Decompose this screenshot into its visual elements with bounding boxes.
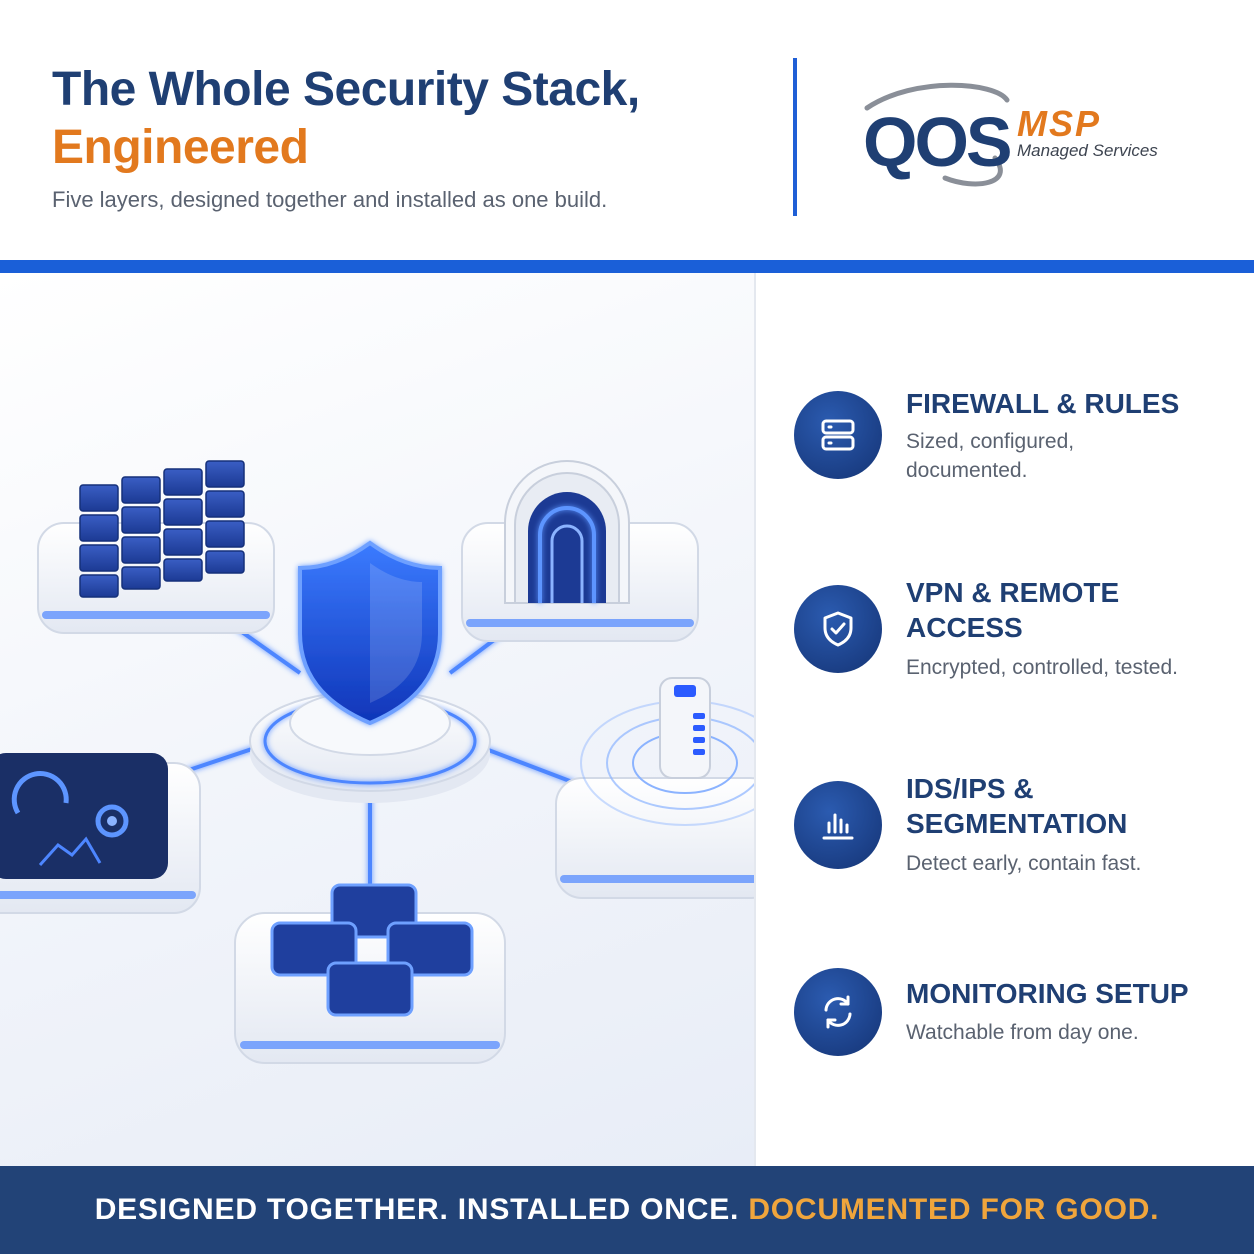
page-title-line1: The Whole Security Stack,: [52, 63, 640, 116]
accent-bar: [0, 260, 1254, 273]
shield-check-icon: [794, 585, 882, 673]
dashboard-platform: [0, 753, 201, 914]
shield-hub-platform: [249, 540, 491, 803]
footer-tagline: DESIGNED TOGETHER. INSTALLED ONCE. DOCUM…: [95, 1193, 1160, 1227]
server-icon: [794, 391, 882, 479]
footer-tagline-orange: DOCUMENTED FOR GOOD.: [748, 1193, 1160, 1226]
panel-divider: [754, 273, 756, 1166]
features-list: FIREWALL & RULES Sized, configured, docu…: [756, 273, 1254, 1166]
logo-brand: QOS: [863, 103, 1010, 181]
feature-description: Sized, configured, documented.: [906, 430, 1075, 482]
page-subtitle: Five layers, designed together and insta…: [52, 187, 608, 212]
feature-title: IDS/IPS & SEGMENTATION: [906, 773, 1128, 839]
feature-description: Encrypted, controlled, tested.: [906, 656, 1178, 679]
feature-title: VPN & REMOTE ACCESS: [906, 577, 1120, 643]
sensor-device-icon: [659, 677, 711, 779]
logo-tagline: Managed Services: [1017, 141, 1158, 160]
footer-tagline-white: DESIGNED TOGETHER. INSTALLED ONCE.: [94, 1193, 740, 1226]
brick-wall-icon: [79, 460, 245, 598]
logo-product: MSP: [1017, 103, 1101, 144]
qos-msp-logo: QOS MSP Managed Services: [863, 82, 1158, 187]
feature-title: MONITORING SETUP: [906, 978, 1189, 1009]
firewall-platform: [37, 460, 275, 634]
dashboard-icon: [11, 771, 129, 838]
illustration-canvas: [0, 460, 754, 1064]
header-divider: [793, 58, 797, 216]
segmentation-platform: [234, 883, 506, 1064]
page-title-line2: Engineered: [52, 121, 309, 174]
segmentation-blocks-icon: [270, 883, 474, 1017]
security-stack-illustration: [0, 273, 754, 1166]
feature-description: Detect early, contain fast.: [906, 852, 1142, 875]
refresh-icon: [794, 968, 882, 1056]
shield-icon: [298, 540, 442, 726]
footer-banner: DESIGNED TOGETHER. INSTALLED ONCE. DOCUM…: [0, 1166, 1254, 1254]
vpn-tunnel-platform: [461, 460, 699, 642]
sensor-platform: [555, 677, 754, 899]
bar-chart-icon: [794, 781, 882, 869]
tunnel-icon: [504, 460, 630, 604]
feature-description: Watchable from day one.: [906, 1021, 1139, 1044]
feature-title: FIREWALL & RULES: [906, 388, 1180, 419]
header: The Whole Security Stack, Engineered Fiv…: [0, 0, 1254, 260]
